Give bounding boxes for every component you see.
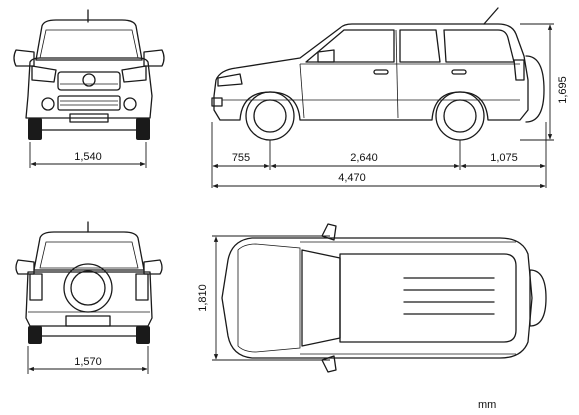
overall-width-dimension [212, 235, 330, 361]
top-view-drawing [221, 223, 547, 373]
rear-track-dimension [27, 346, 149, 374]
overall-length-label: 4,470 [338, 172, 366, 184]
front-view-drawing [13, 9, 165, 140]
side-dimension-lines [211, 23, 554, 189]
side-view-drawing [211, 7, 545, 141]
unit-label: mm [478, 399, 496, 411]
rear-track-label: 1,570 [74, 356, 102, 368]
front-track-label: 1,540 [74, 151, 102, 163]
wheelbase-label: 2,640 [350, 152, 378, 164]
front-track-dimension [29, 142, 147, 168]
rear-overhang-label: 1,075 [490, 152, 518, 164]
overall-height-label: 1,695 [557, 76, 569, 104]
front-overhang-label: 755 [232, 152, 250, 164]
overall-width-label: 1,810 [197, 284, 209, 312]
rear-view-drawing [15, 221, 163, 344]
